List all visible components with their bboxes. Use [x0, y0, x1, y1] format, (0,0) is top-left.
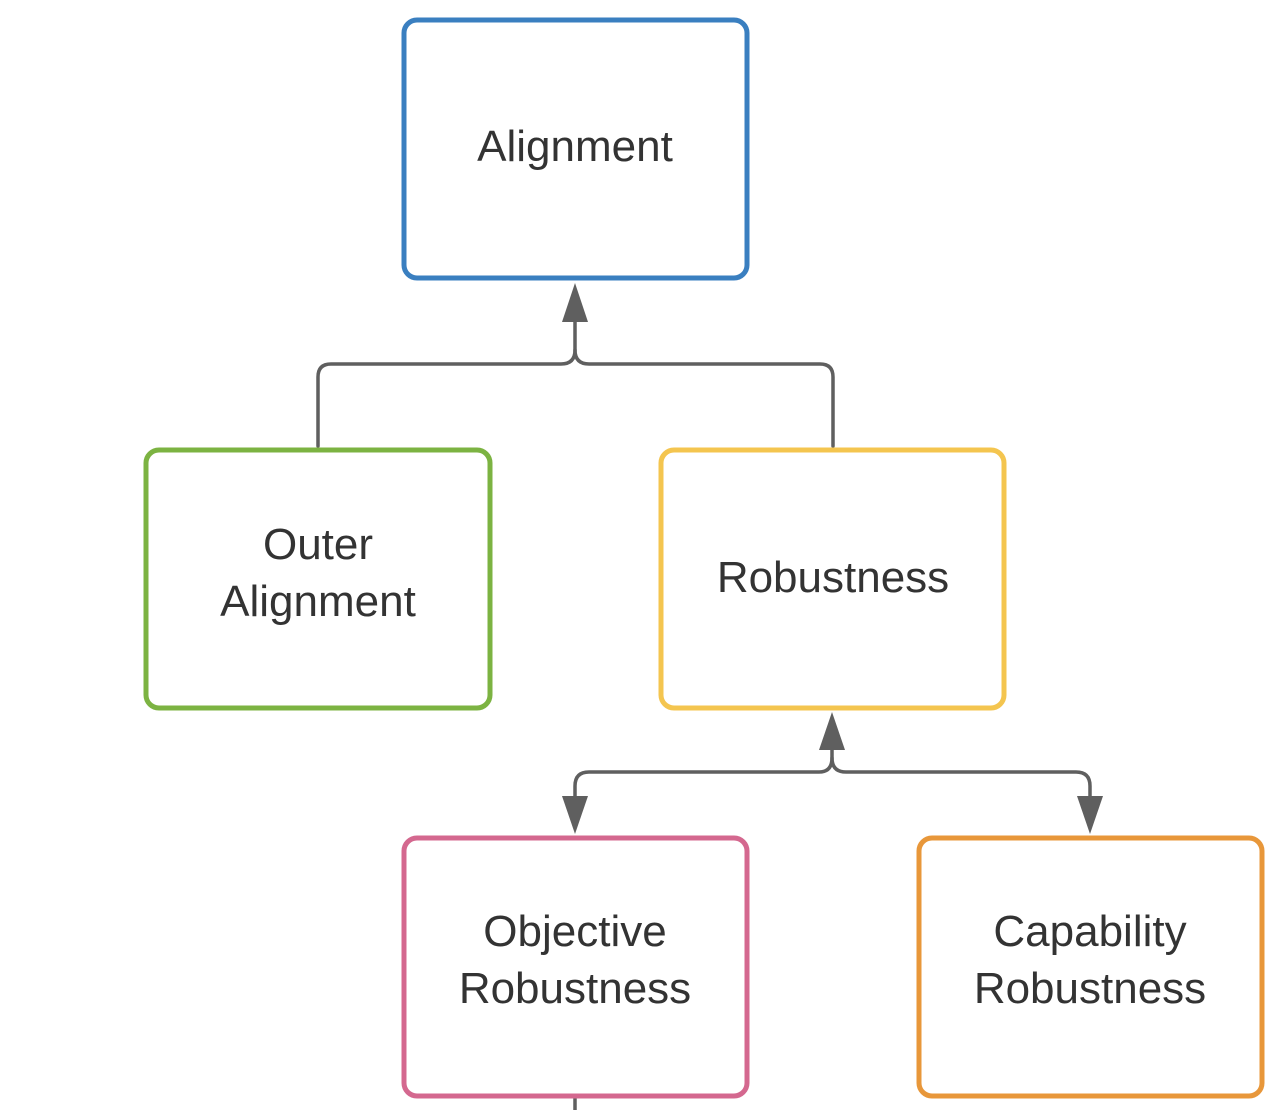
arrowhead-to-alignment: [562, 283, 588, 322]
node-alignment-label: Alignment: [477, 122, 673, 171]
connector-objective-to-robustness: [573, 744, 834, 802]
node-capability-robustness[interactable]: Capability Robustness: [916, 835, 1265, 1099]
node-robustness-label: Robustness: [717, 553, 949, 602]
node-capability-robustness-label-line2: Robustness: [974, 964, 1206, 1013]
node-outer-alignment-label-line1: Outer: [263, 520, 373, 569]
connector-outer-alignment-to-alignment: [316, 316, 577, 448]
node-objective-robustness-label-line1: Objective: [483, 907, 666, 956]
arrowhead-to-capability-robustness: [1077, 796, 1103, 834]
node-robustness-box: [658, 447, 1007, 711]
node-objective-robustness-box: [401, 835, 750, 1099]
node-capability-robustness-box: [916, 835, 1265, 1099]
node-objective-robustness[interactable]: Objective Robustness: [401, 835, 750, 1099]
arrowhead-to-robustness: [819, 712, 845, 750]
connector-robustness-to-alignment: [573, 348, 835, 448]
node-outer-alignment[interactable]: Outer Alignment: [143, 447, 493, 711]
connector-capability-to-robustness: [830, 756, 1092, 802]
node-alignment[interactable]: Alignment: [401, 17, 750, 281]
node-robustness[interactable]: Robustness: [658, 447, 1007, 711]
node-outer-alignment-box: [143, 447, 493, 711]
node-objective-robustness-label-line2: Robustness: [459, 964, 691, 1013]
node-outer-alignment-label-line2: Alignment: [220, 577, 416, 626]
arrowhead-to-objective-robustness: [562, 796, 588, 834]
node-alignment-box: [401, 17, 750, 281]
node-capability-robustness-label-line1: Capability: [993, 907, 1186, 956]
